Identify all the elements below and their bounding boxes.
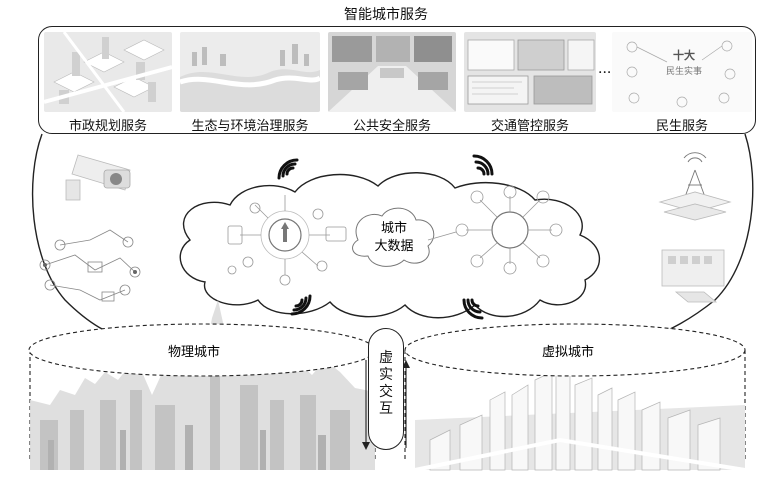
service-label-traffic: 交通管控服务 [490, 119, 569, 134]
arrow-up-icon [402, 360, 410, 368]
virtual-city-buildings [414, 367, 746, 472]
cloud-network-left [227, 195, 347, 286]
physical-city-label: 物理城市 [168, 344, 220, 360]
virtual-real-interaction-label: 虚 实 交 互 [368, 350, 404, 418]
interaction-char-2: 实 [379, 367, 393, 383]
wifi-bottom-left-icon [290, 294, 312, 316]
wifi-bottom-right-icon [462, 298, 484, 320]
thumb-public-security[interactable] [328, 32, 456, 112]
arrow-down-icon [362, 442, 370, 450]
interaction-char-3: 交 [379, 384, 393, 400]
virtual-real-interaction-box [368, 328, 404, 450]
building-icon [661, 249, 725, 303]
upload-arrow-icon [281, 222, 289, 242]
thumb-livelihood[interactable]: 十大 民生实事 [612, 32, 752, 112]
thumb-traffic-control[interactable] [464, 32, 596, 112]
thumb-municipal-planning[interactable] [44, 32, 172, 112]
link-panel-to-virtual [649, 133, 754, 339]
virtual-city-cylinder [404, 323, 746, 472]
cloud-label-line1: 城市 [381, 220, 407, 236]
surveillance-camera-icon [65, 154, 131, 201]
signal-tower-icon [658, 152, 732, 221]
service-label-municipal: 市政规划服务 [68, 119, 147, 134]
livelihood-thumb-subtitle: 民生实事 [666, 65, 702, 77]
service-label-ecology: 生态与环境治理服务 [191, 119, 309, 134]
wifi-signals [277, 154, 494, 320]
livelihood-thumb-title: 十大 [673, 48, 695, 62]
physical-city-skyline [30, 300, 375, 470]
iot-network-icon [39, 229, 141, 302]
service-label-security: 公共安全服务 [352, 119, 431, 134]
cloud-label-line2: 大数据 [374, 239, 413, 254]
more-services-ellipsis: ··· [598, 65, 612, 81]
interaction-char-4: 互 [379, 401, 393, 417]
cloud-network-right [427, 185, 563, 275]
wifi-top-left-icon [277, 158, 299, 180]
interaction-char-1: 虚 [379, 350, 393, 366]
panel-title: 智能城市服务 [344, 7, 428, 23]
wifi-top-right-icon [472, 154, 494, 176]
service-label-livelihood: 民生服务 [655, 119, 708, 134]
thumb-ecology[interactable] [180, 32, 320, 112]
virtual-city-label: 虚拟城市 [542, 344, 594, 360]
physical-city-cylinder [28, 300, 376, 470]
city-big-data-bubble [352, 207, 435, 267]
